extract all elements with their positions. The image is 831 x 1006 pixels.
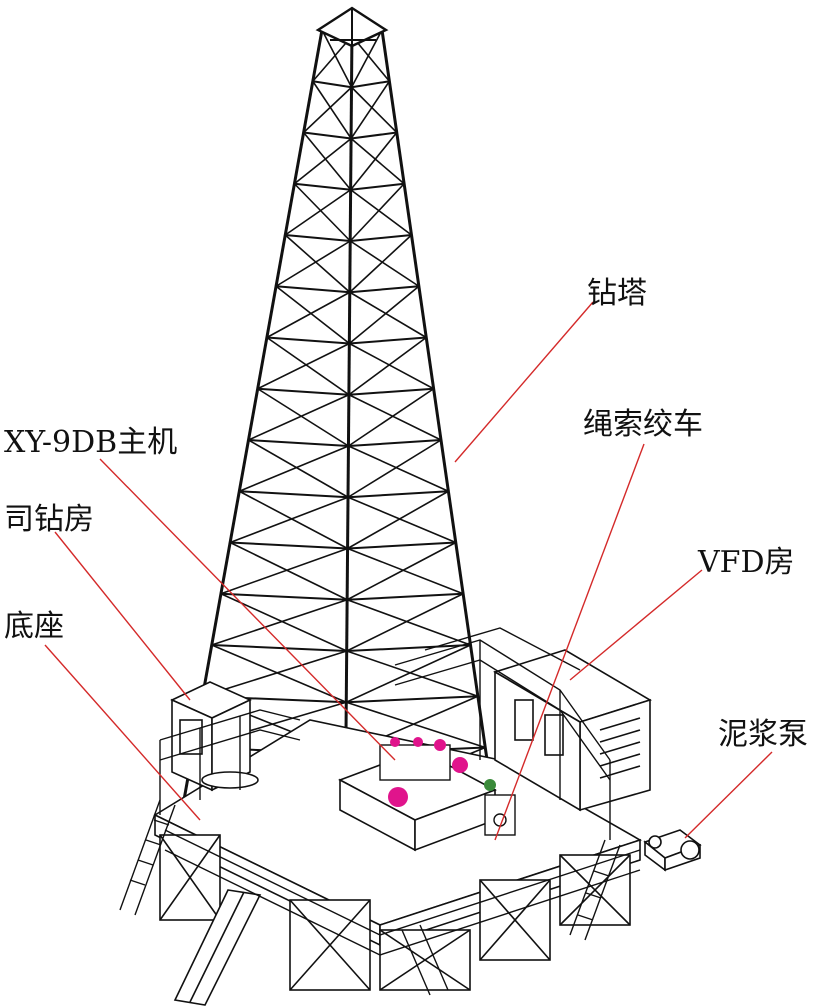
guard-railings — [159, 627, 641, 956]
stairs — [119, 799, 621, 996]
driller-house — [170, 681, 259, 792]
label-mud-pump: 泥浆泵 — [718, 717, 808, 752]
label-substructure: 底座 — [4, 609, 64, 644]
vfd-house — [493, 649, 652, 812]
leader-lines — [44, 301, 773, 841]
label-driller-house: 司钻房 — [4, 502, 94, 537]
label-derrick: 钻塔 — [587, 276, 647, 311]
main-unit — [338, 737, 497, 852]
mud-pump — [643, 829, 702, 872]
label-rope-winch: 绳索绞车 — [583, 407, 703, 442]
label-main-unit: XY-9DB主机 — [4, 425, 178, 460]
label-vfd-house: VFD房 — [698, 545, 795, 580]
